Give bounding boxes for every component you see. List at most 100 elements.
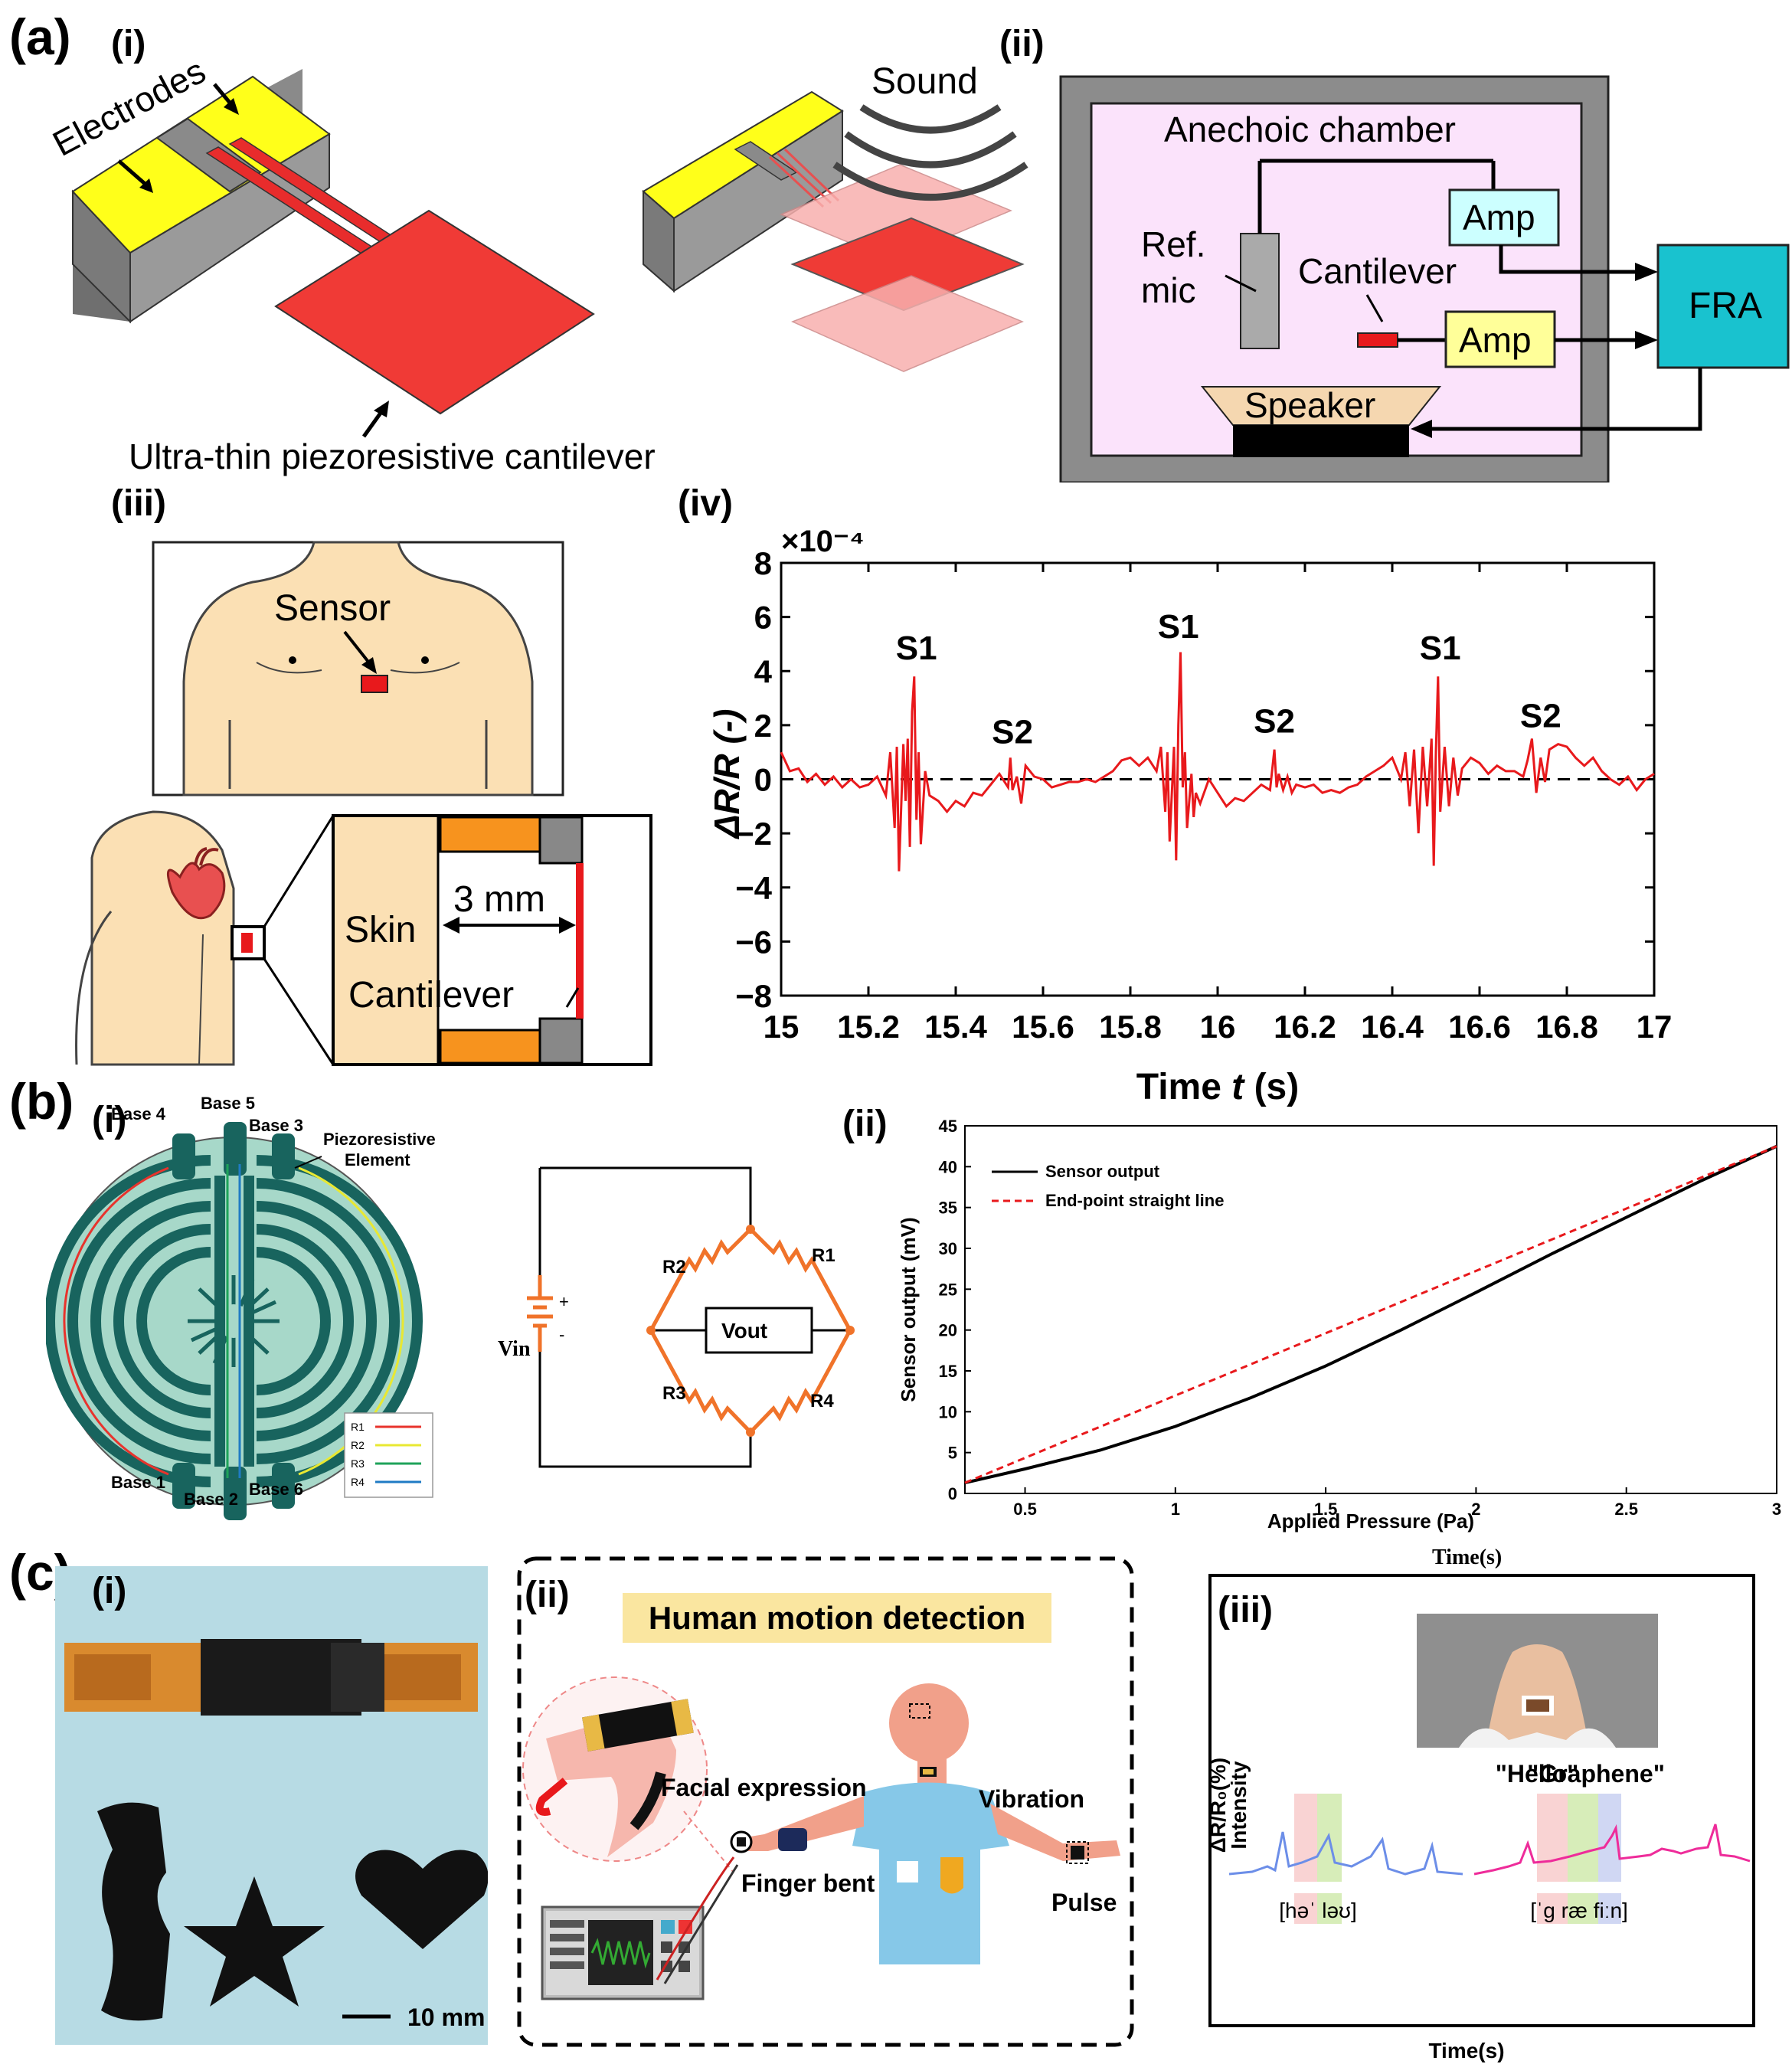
x-tick-label: 0.5 xyxy=(1013,1500,1037,1519)
x-tick-label: 3 xyxy=(1772,1500,1781,1519)
y-tick-label: 35 xyxy=(939,1199,957,1218)
plus-label: + xyxy=(559,1292,569,1311)
sound-label: Sound xyxy=(871,61,978,102)
x-tick-label: 2.5 xyxy=(1614,1500,1638,1519)
legend-label: R4 xyxy=(351,1476,365,1488)
graphene-trace xyxy=(1473,1824,1751,1876)
base-2-label: Base 2 xyxy=(184,1490,238,1509)
heart-sound-series xyxy=(780,652,1655,872)
x-axis-label: Time t (s) xyxy=(1136,1067,1299,1107)
x-tick-label: 16.6 xyxy=(1448,1009,1511,1045)
vibration-label: Vibration xyxy=(979,1785,1084,1813)
chamber-label: Anechoic chamber xyxy=(1164,110,1456,149)
element-label-2: Element xyxy=(345,1150,410,1169)
element-label-1: Piezoresistive xyxy=(323,1130,436,1149)
x-tick-label: 2 xyxy=(1471,1500,1480,1519)
y-exponent: ×10⁻⁴ xyxy=(781,528,865,558)
y-tick-label: 15 xyxy=(939,1362,957,1381)
speaker-label: Speaker xyxy=(1244,385,1375,425)
motion-detection-diagram: Human motion detection Facial expression… xyxy=(517,1556,1134,2047)
r1-label: R1 xyxy=(812,1245,836,1266)
finger-bent-label: Finger bent xyxy=(741,1869,875,1897)
y-tick-label: 8 xyxy=(754,545,772,581)
ref-mic-label-1: Ref. xyxy=(1141,224,1205,264)
y-tick-label: −2 xyxy=(735,816,772,852)
x-tick-label: 1 xyxy=(1171,1500,1180,1519)
c-iii-ylabel-2: Intensity xyxy=(1227,1761,1251,1850)
speech-detection-panel: "Hello" "Graphene" ΔR/R₀(%) Intensity [h… xyxy=(1206,1574,1755,2062)
cantilever-zoom-label: Cantilever xyxy=(348,975,514,1016)
panel-label-b: (b) xyxy=(9,1073,74,1130)
base-3-label: Base 3 xyxy=(249,1116,303,1135)
amp-bottom-box xyxy=(1444,310,1556,368)
fra-box xyxy=(1656,244,1790,369)
ipa-hello: [həˈ ləʊ] xyxy=(1279,1899,1357,1922)
hello-label: "Hello" xyxy=(1496,1760,1579,1788)
piezoresistive-sensor-diagram: Base 4 Base 5 Base 3 Piezoresistive Elem… xyxy=(46,1094,855,1520)
skin-label: Skin xyxy=(345,910,416,950)
hello-trace xyxy=(1228,1831,1463,1876)
y-tick-label: 5 xyxy=(948,1444,957,1463)
y-tick-label: 2 xyxy=(754,708,772,744)
annotation-s2: S2 xyxy=(992,714,1033,751)
annotation-s1: S1 xyxy=(1420,630,1461,667)
legend-label: End-point straight line xyxy=(1045,1191,1224,1210)
legend-label: R1 xyxy=(351,1421,365,1433)
y-tick-label: 0 xyxy=(754,762,772,798)
ref-mic-label-2: mic xyxy=(1141,270,1196,310)
amp-top-box xyxy=(1448,188,1560,247)
vin-label: Vin xyxy=(498,1337,531,1361)
x-tick-label: 1.5 xyxy=(1314,1500,1338,1519)
y-tick-label: 40 xyxy=(939,1157,957,1176)
legend-label: R3 xyxy=(351,1457,365,1470)
panel-label-a-ii: (ii) xyxy=(999,24,1045,64)
y-tick-label: 45 xyxy=(939,1117,957,1136)
panel-label-c-ii: (ii) xyxy=(525,1575,570,1615)
base-5-label: Base 5 xyxy=(201,1094,255,1113)
x-tick-label: 16.4 xyxy=(1361,1009,1424,1045)
plot-frame xyxy=(964,1125,1777,1494)
c-iii-ylabel-1: ΔR/R₀(%) xyxy=(1206,1758,1230,1853)
y-tick-label: −8 xyxy=(735,978,772,1014)
base-4-label: Base 4 xyxy=(111,1104,166,1124)
distance-label: 3 mm xyxy=(453,879,545,920)
legend-label: Sensor output xyxy=(1045,1162,1160,1181)
x-tick-label: 15.2 xyxy=(837,1009,900,1045)
material-shapes-photo: 10 mm xyxy=(55,1566,488,2045)
panel-label-a-iii: (iii) xyxy=(111,483,166,524)
cantilever-label: Ultra-thin piezoresistive cantilever xyxy=(129,437,656,476)
graphene-label: "Graphene" xyxy=(1527,1760,1665,1788)
annotation-s2: S2 xyxy=(1520,697,1561,734)
time-label-bottom: Time(s) xyxy=(1428,2039,1504,2062)
r2-label: R2 xyxy=(662,1257,686,1277)
cantilever-setup-label: Cantilever xyxy=(1298,251,1457,291)
x-tick-label: 17 xyxy=(1637,1009,1673,1045)
panel-label-a-iv: (iv) xyxy=(678,483,733,524)
x-tick-label: 16.8 xyxy=(1535,1009,1598,1045)
sensor-label: Sensor xyxy=(274,588,391,629)
scale-bar-label: 10 mm xyxy=(407,2003,485,2031)
y-tick-label: 6 xyxy=(754,600,772,636)
y-tick-label: 10 xyxy=(939,1402,957,1421)
measurement-setup: Sound Anechoic chamber Ref. mic Amp Cant… xyxy=(642,61,1790,482)
pulse-label: Pulse xyxy=(1051,1889,1117,1916)
x-tick-label: 15.6 xyxy=(1012,1009,1074,1045)
y-tick-label: −6 xyxy=(735,924,772,960)
time-label-top: Time(s) xyxy=(1432,1546,1503,1569)
panel-label-c-i: (i) xyxy=(92,1571,127,1611)
x-tick-label: 16.2 xyxy=(1274,1009,1336,1045)
y-tick-label: −4 xyxy=(735,870,773,906)
series-line-0 xyxy=(964,1144,1777,1485)
facial-expression-label: Facial expression xyxy=(661,1774,867,1801)
vout-label: Vout xyxy=(721,1319,767,1343)
annotation-s2: S2 xyxy=(1254,703,1295,741)
amp-top-label: Amp xyxy=(1463,198,1535,237)
r3-label: R3 xyxy=(662,1383,686,1404)
x-tick-label: 15 xyxy=(764,1009,800,1045)
r4-label: R4 xyxy=(810,1391,834,1411)
y-axis-label: Sensor output (mV) xyxy=(897,1217,920,1402)
panel-label-a-i: (i) xyxy=(111,24,146,64)
cantilever-illustration: Electrodes Ultra-thin piezoresistive can… xyxy=(46,51,656,476)
